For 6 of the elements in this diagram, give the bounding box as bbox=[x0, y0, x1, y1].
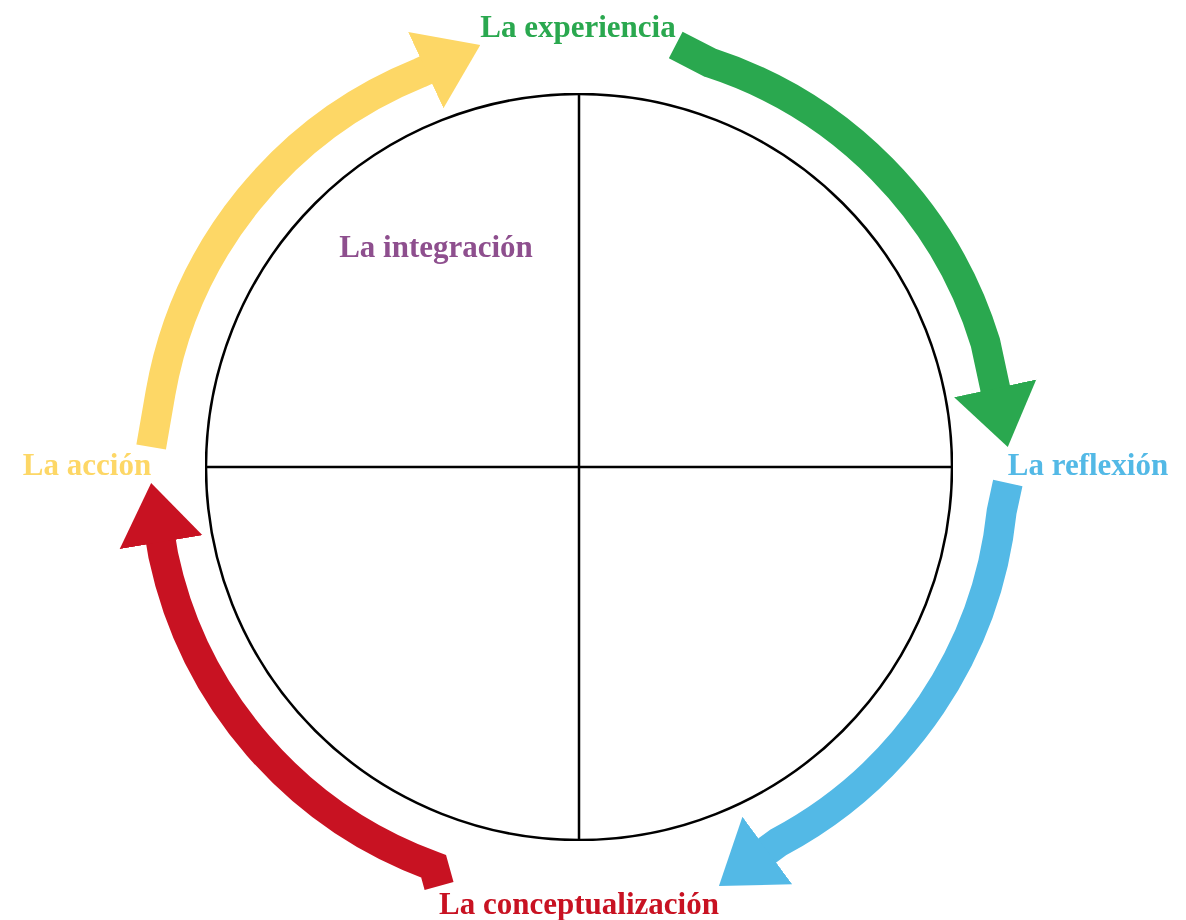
stage-label: La conceptualización bbox=[439, 886, 719, 920]
stage-label: La reflexión bbox=[1007, 447, 1169, 482]
stage-label: La experiencia bbox=[480, 9, 676, 44]
stage-label: La integración bbox=[339, 230, 533, 262]
curved-arrow bbox=[119, 480, 454, 890]
stage-label: La acción bbox=[22, 447, 152, 482]
